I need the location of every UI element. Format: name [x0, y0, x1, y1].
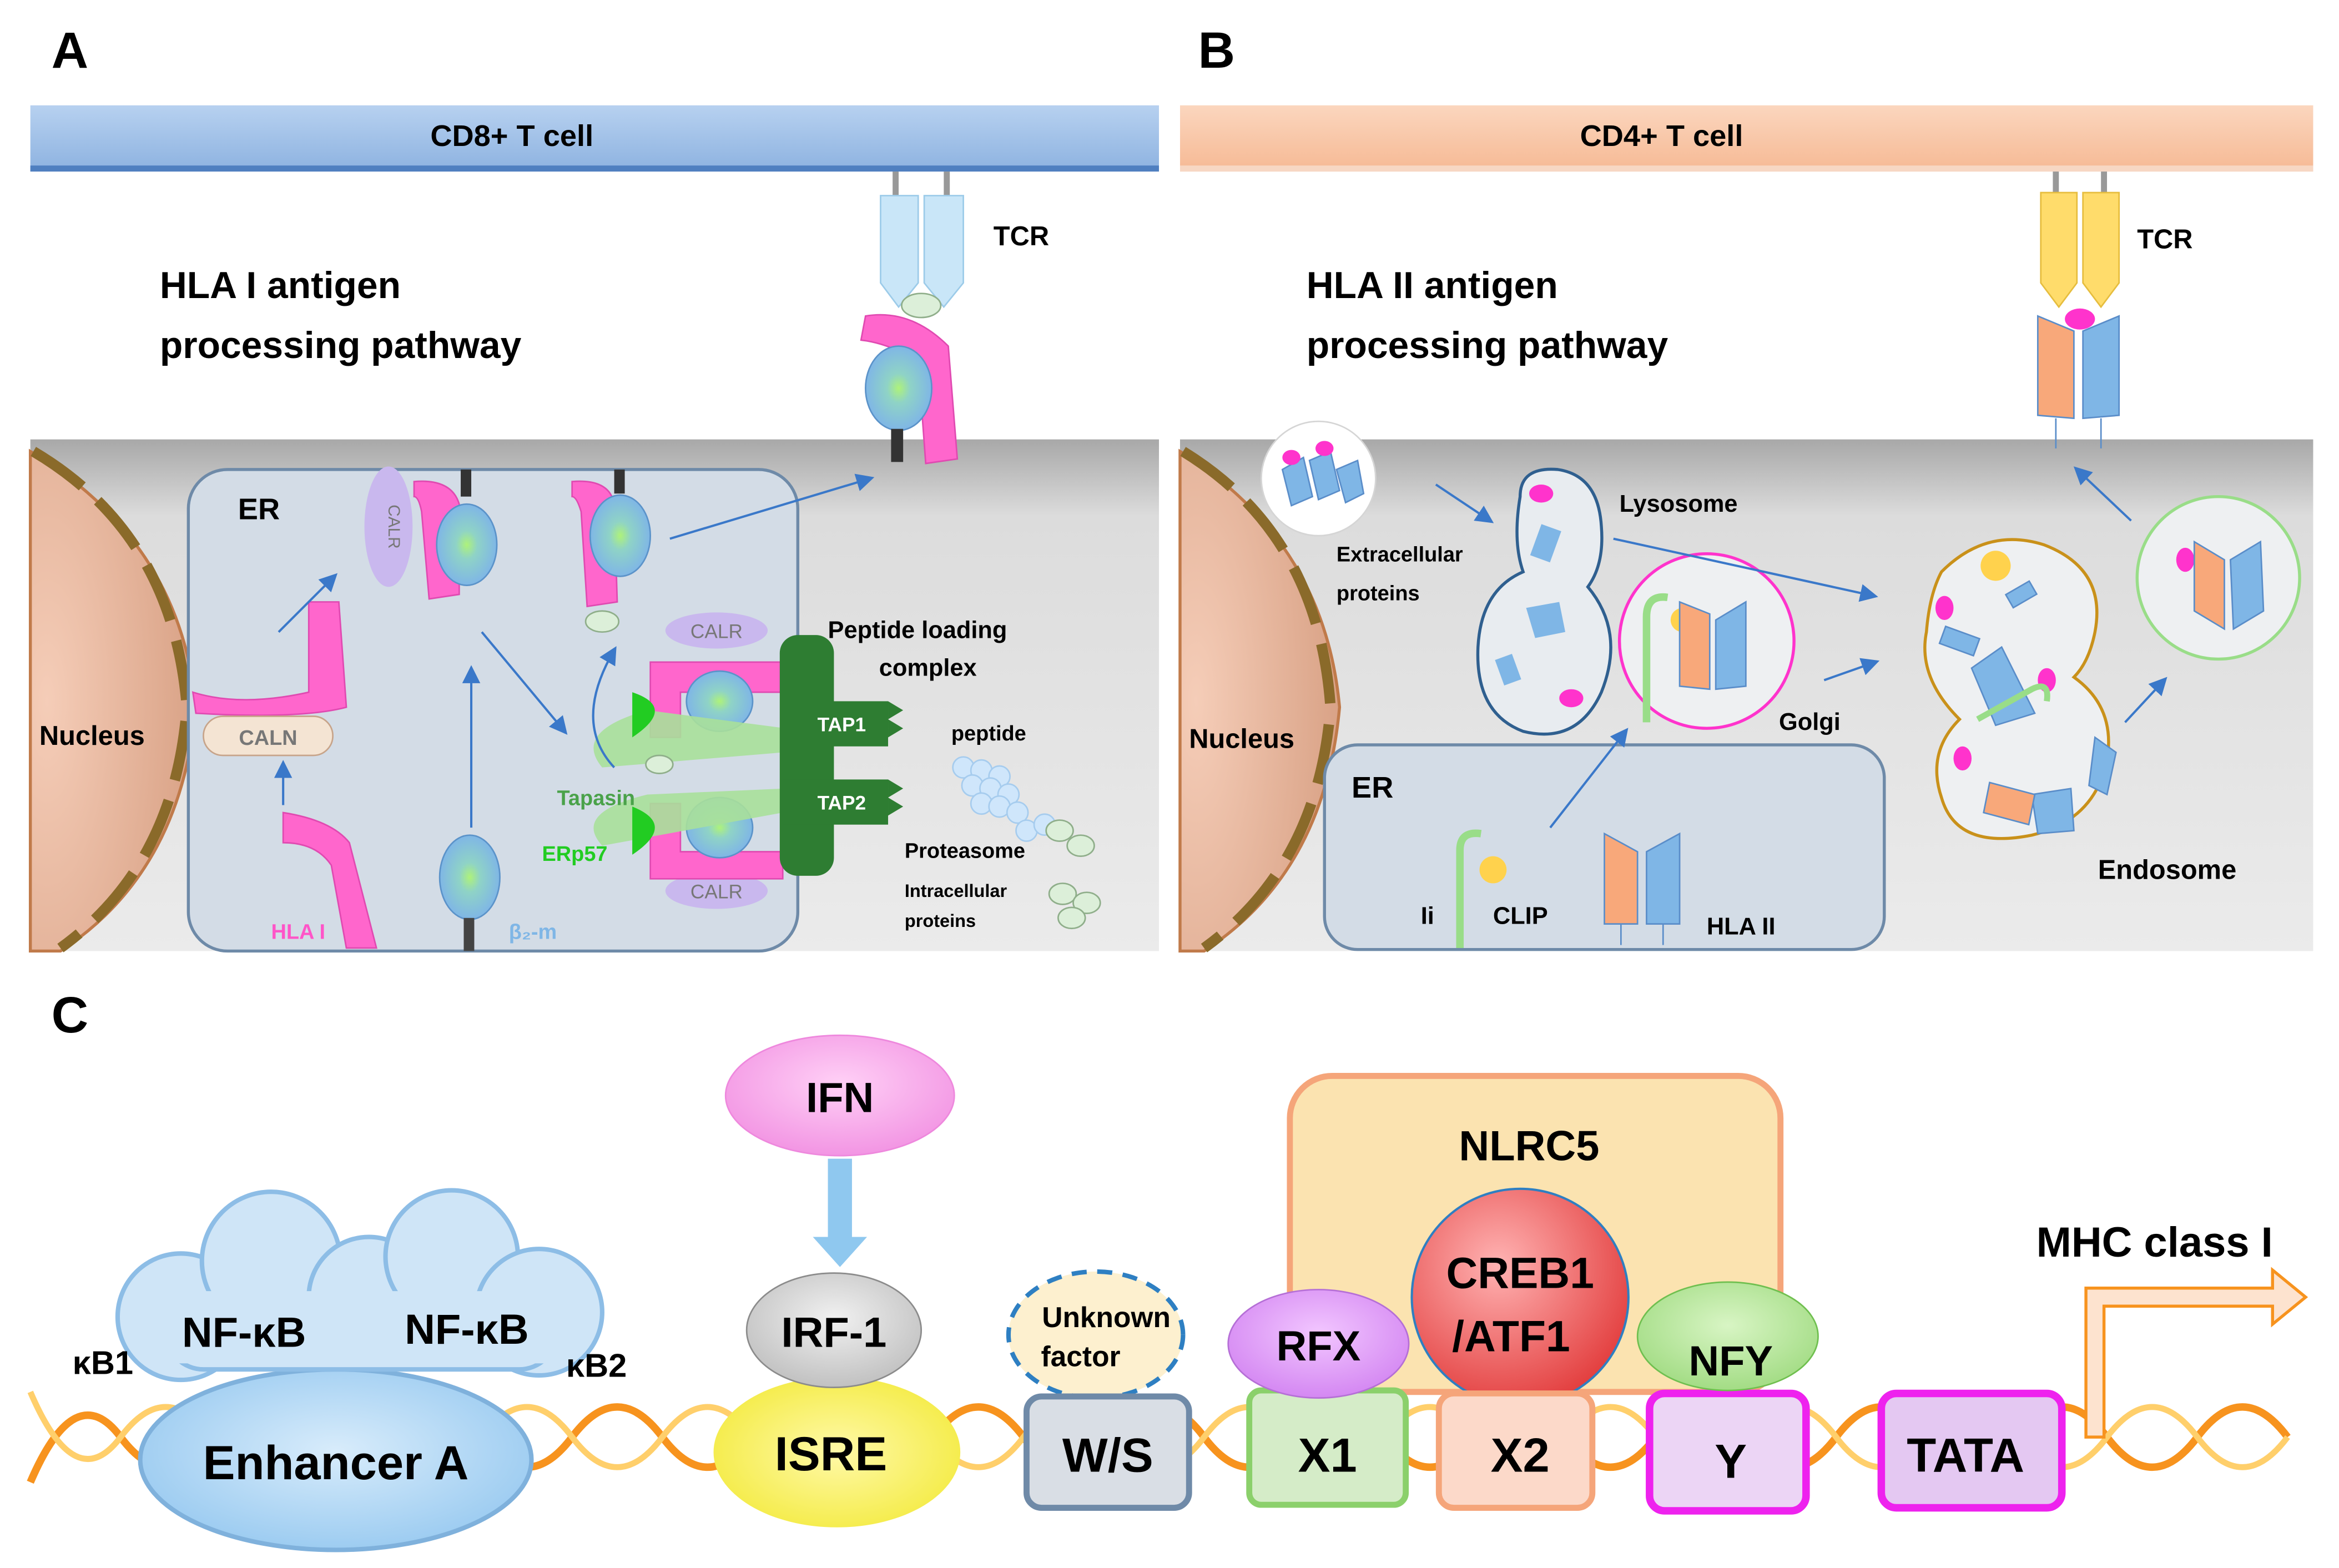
creb-line2: /ATF1: [1452, 1312, 1570, 1361]
panel-b-title-line1: HLA II antigen: [1307, 265, 1558, 306]
panel-a-plc-label-line2: complex: [879, 654, 977, 681]
panel-b: B CD4+ T cell Nucleus HLA II antigen pro…: [1178, 22, 2313, 953]
panel-a-tapasin-label: Tapasin: [557, 786, 636, 810]
ifn-ellipse: [724, 1034, 955, 1157]
panel-a: A CD8+ T cell Nucleus ER HLA I antigen p…: [28, 22, 1160, 953]
nfkb-label-left: NF-κB: [182, 1309, 306, 1356]
x1-label: X1: [1298, 1428, 1357, 1482]
panel-a-calr-upper: [364, 466, 413, 587]
panel-a-arrows: [274, 473, 875, 828]
tata-label: TATA: [1907, 1428, 2024, 1482]
panel-a-title-line2: processing pathway: [160, 325, 522, 366]
nfy-label: NFY: [1688, 1338, 1773, 1385]
panel-a-tcr: [880, 172, 964, 309]
irf1-ellipse: [745, 1272, 923, 1389]
panel-a-tap2-label: TAP2: [818, 793, 866, 814]
panel-a-surface-hla: [860, 314, 959, 465]
enhancer-a-label: Enhancer A: [203, 1436, 469, 1490]
rfx-ellipse: [1227, 1289, 1410, 1399]
panel-a-peptide-label: peptide: [951, 722, 1026, 745]
panel-b-tcr: [2036, 172, 2120, 448]
panel-a-hla-label: HLA I: [271, 921, 325, 944]
panel-a-er-label: ER: [238, 492, 280, 526]
panel-b-golgi-label: Golgi: [1779, 709, 1841, 735]
panel-a-plc: CALR CALR TAP1 TAP2: [593, 612, 904, 909]
rfx-label: RFX: [1276, 1323, 1360, 1370]
panel-a-b2m-free: [438, 834, 501, 920]
panel-a-calr-low-label: CALR: [690, 881, 743, 903]
panel-a-proteasome-label: Proteasome: [905, 839, 1025, 863]
panel-a-proteasome: [952, 756, 1056, 842]
panel-b-clip-label: CLIP: [1493, 903, 1548, 930]
nfkb-label-right: NF-κB: [405, 1306, 529, 1353]
panel-a-b2m-label: β₂-m: [509, 921, 557, 944]
panel-b-endosome-label: Endosome: [2098, 855, 2236, 885]
panel-a-intra-line1: Intracellular: [905, 881, 1007, 901]
panel-a-title-line1: HLA I antigen: [160, 265, 401, 306]
panel-a-erp57-label: ERp57: [542, 843, 607, 866]
isre-ellipse: [713, 1377, 961, 1527]
panel-a-tap1-label: TAP1: [818, 714, 866, 736]
panel-c-letter: C: [52, 986, 89, 1043]
panel-b-header-bar: [1179, 105, 2313, 172]
panel-a-nucleus-label: Nucleus: [39, 721, 145, 751]
ifn-label: IFN: [806, 1075, 874, 1122]
ws-box: [1024, 1393, 1192, 1511]
panel-b-arrows: [1435, 466, 2167, 829]
panel-b-ii-label: Ii: [1421, 903, 1434, 930]
panel-a-caln-label: CALN: [239, 727, 297, 750]
x2-label: X2: [1491, 1428, 1550, 1482]
panel-a-header-label: CD8+ T cell: [430, 119, 593, 153]
isre-label: ISRE: [775, 1427, 887, 1481]
panel-a-intra-line2: proteins: [905, 911, 976, 931]
panel-a-caln-complex: CALN: [191, 601, 347, 757]
unknown-factor-line2: factor: [1041, 1340, 1120, 1373]
unknown-factor-line1: Unknown: [1042, 1301, 1171, 1333]
panel-b-hla-label: HLA II: [1707, 914, 1776, 940]
panel-a-tcr-label: TCR: [994, 221, 1049, 251]
panel-a-hla-free: [282, 811, 377, 949]
panel-b-tcr-label: TCR: [2137, 224, 2192, 254]
panel-b-nucleus-label: Nucleus: [1189, 724, 1294, 754]
kb2-label: κB2: [566, 1347, 627, 1384]
panel-b-title-line2: processing pathway: [1307, 325, 1668, 366]
panel-b-header-label: CD4+ T cell: [1580, 119, 1743, 153]
x2-box: [1435, 1390, 1596, 1511]
irf1-label: IRF-1: [782, 1309, 887, 1356]
panel-a-plc-label-line1: Peptide loading: [828, 617, 1007, 644]
transcription-start-arrow: [2084, 1267, 2308, 1439]
creb-line1: CREB1: [1446, 1249, 1594, 1298]
panel-b-extra-line2: proteins: [1337, 582, 1420, 606]
tata-box: [1877, 1389, 2066, 1512]
unknown-factor-ellipse: [1006, 1269, 1186, 1400]
panel-a-calr-mid-label: CALR: [690, 621, 743, 643]
mhc-class-i-label: MHC class I: [2036, 1219, 2273, 1266]
panel-b-letter: B: [1198, 22, 1236, 79]
kb1-label: κB1: [73, 1344, 133, 1381]
y-box: [1646, 1389, 1810, 1515]
ifn-arrow: [813, 1158, 868, 1267]
panel-a-letter: A: [52, 22, 89, 79]
ws-label: W/S: [1062, 1428, 1153, 1482]
panel-a-calr-upper-label: CALR: [385, 505, 403, 549]
nfy-ellipse: [1636, 1281, 1819, 1391]
panel-b-lysosome-label: Lysosome: [1620, 491, 1738, 517]
y-label: Y: [1715, 1434, 1747, 1488]
nlrc5-label: NLRC5: [1459, 1122, 1599, 1169]
panel-b-er-label: ER: [1352, 771, 1393, 804]
panel-b-extra-line1: Extracellular: [1337, 543, 1463, 566]
panel-a-header-bar: [30, 105, 1160, 172]
panel-c: C Enhancer A NF-κB NF-κB κB1 κB2 IFN ISR…: [27, 986, 2308, 1552]
